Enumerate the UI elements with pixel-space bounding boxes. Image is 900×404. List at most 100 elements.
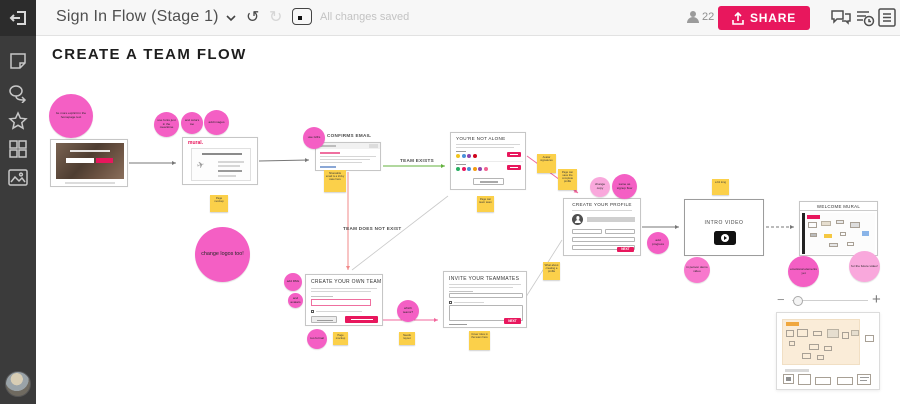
profile-input-email[interactable] [572, 237, 635, 242]
card-welcome-mural[interactable]: WELCOME MURAL [799, 201, 878, 256]
zoom-slider-knob[interactable] [793, 296, 803, 306]
profile-input-role[interactable] [572, 244, 635, 250]
sticky-circle[interactable]: in person demo video [684, 257, 710, 283]
sidebar-star-tool[interactable] [0, 106, 36, 136]
card-profile[interactable]: CREATE YOUR PROFILE NEXT [563, 198, 641, 256]
sidebar-images-tool[interactable] [0, 162, 36, 192]
sticky-circle[interactable]: which teams? [397, 300, 419, 322]
sticky-circle[interactable]: add images [204, 110, 229, 135]
team-name-input[interactable] [311, 299, 371, 306]
member-count[interactable]: 22 [702, 11, 715, 23]
zoom-in-icon[interactable]: + [872, 291, 881, 308]
sidebar-shapes-tool[interactable] [0, 78, 36, 108]
redo-button[interactable]: ↻ [269, 9, 283, 26]
outline-icon[interactable] [878, 8, 896, 32]
image-icon [8, 168, 28, 186]
undo-button[interactable]: ↺ [246, 9, 260, 26]
minimap-shape [786, 330, 794, 337]
zoom-out-icon[interactable]: − [777, 292, 785, 307]
join-team-button-1[interactable] [507, 151, 521, 157]
create-new-team-button[interactable] [473, 178, 504, 185]
toolbar: Sign In Flow (Stage 1) ↺ ↻ All changes s… [36, 0, 900, 36]
sticky-note[interactable]: a bit long [712, 179, 729, 195]
sticky-note[interactable]: Page mockup [210, 195, 228, 212]
sticky-circle[interactable]: and avatars [288, 293, 303, 308]
profile-input-first[interactable] [572, 229, 602, 234]
document-title[interactable]: Sign In Flow (Stage 1) [56, 8, 219, 25]
homepage-footer-line [65, 182, 115, 184]
sticky-circle[interactable]: and colors too [181, 112, 203, 134]
sticky-note[interactable]: Needs layout [399, 332, 415, 345]
grid-icon [9, 140, 27, 158]
create-team-next-button[interactable] [345, 316, 378, 323]
card-invite[interactable]: INVITE YOUR TEAMMATES NEXT [443, 271, 527, 328]
create-team-checkbox[interactable] [311, 309, 314, 313]
comments-icon[interactable] [830, 8, 852, 33]
minimap[interactable] [776, 312, 880, 390]
sticky-circle[interactable]: use fonts just in the meantime [154, 112, 179, 137]
minimap-viewport[interactable] [782, 319, 860, 365]
card-landing[interactable]: mural. ✈ [182, 137, 258, 185]
sidebar-sticky-note-tool[interactable] [0, 46, 36, 76]
email-link-line [320, 166, 336, 168]
sidebar-frameworks-tool[interactable] [0, 134, 36, 164]
sticky-circle[interactable]: emotional elements yet [788, 256, 819, 287]
frame-tool-button[interactable] [292, 8, 312, 25]
user-avatar[interactable] [5, 371, 31, 397]
video-player[interactable] [714, 231, 736, 245]
card-not-alone[interactable]: YOU'RE NOT ALONE [450, 132, 526, 190]
members-icon[interactable] [686, 10, 700, 24]
sticky-circle[interactable]: too formal [307, 329, 327, 349]
label-team-exists[interactable]: TEAM EXISTS [400, 158, 434, 163]
invite-emails-textarea[interactable] [449, 305, 523, 321]
activity-icon[interactable] [855, 8, 875, 33]
mural-title[interactable]: CREATE A TEAM FLOW [52, 46, 247, 63]
email-line [320, 162, 362, 164]
team-name-line [456, 151, 466, 153]
chevron-down-icon[interactable] [226, 15, 236, 22]
mini-shape [847, 242, 854, 246]
invite-checkbox[interactable] [449, 300, 452, 304]
exit-button[interactable] [0, 0, 36, 36]
zoom-slider-track[interactable] [792, 300, 868, 301]
profile-next-button[interactable]: NEXT [617, 246, 634, 252]
back-button[interactable] [311, 316, 337, 323]
share-button[interactable]: SHARE [718, 6, 811, 30]
invite-title: INVITE YOUR TEAMMATES [449, 276, 520, 282]
email-subject [318, 145, 336, 147]
sticky-circle[interactable]: for the future video! [849, 251, 880, 282]
sticky-note[interactable]: What about creating a profile [543, 262, 560, 280]
invite-link-input[interactable] [449, 293, 523, 298]
join-team-button-2[interactable] [507, 164, 521, 170]
label-team-does-not-exist[interactable]: TEAM DOES NOT EXIST [343, 226, 402, 231]
share-label: SHARE [750, 11, 797, 25]
sticky-note[interactable]: Shareable email is a tricky case here [324, 170, 346, 192]
profile-input-last[interactable] [605, 229, 635, 234]
card-create-team[interactable]: CREATE YOUR OWN TEAM [305, 274, 383, 326]
mini-shape [829, 243, 838, 247]
sticky-circle[interactable]: change logos too! [195, 227, 250, 282]
sticky-note[interactable]: Page mockup [333, 332, 348, 345]
sticky-note[interactable]: Page can save the complete profile [558, 169, 577, 190]
sticky-note[interactable]: Cover roles in the team here [469, 331, 490, 350]
card-email[interactable] [315, 142, 381, 171]
invite-next-button[interactable]: NEXT [504, 317, 521, 324]
minimap-shape [857, 374, 871, 385]
canvas[interactable] [36, 36, 900, 404]
sticky-circle[interactable]: same as signup flow [612, 174, 637, 199]
not-alone-paragraph [456, 144, 520, 145]
card-homepage[interactable] [50, 139, 128, 187]
profile-avatar-bar [587, 217, 635, 222]
sticky-circle[interactable]: add progress [647, 232, 669, 254]
sticky-circle[interactable]: use GIFs [303, 127, 325, 149]
sticky-circle[interactable]: add DMs [284, 273, 302, 291]
sticky-circle[interactable]: be more explicit in the homepage text [49, 94, 93, 138]
sticky-circle[interactable]: change copy [590, 177, 610, 197]
sticky-note[interactable]: Page can learn team [477, 196, 494, 212]
card-intro-video[interactable]: INTRO VIDEO [684, 199, 764, 256]
mini-shape [850, 222, 860, 228]
sticky-note[interactable]: Avatar signatures [537, 154, 556, 173]
minimap-shape [837, 377, 853, 385]
mini-shape [821, 221, 831, 226]
label-confirms-email[interactable]: CONFIRMS EMAIL [327, 133, 372, 138]
